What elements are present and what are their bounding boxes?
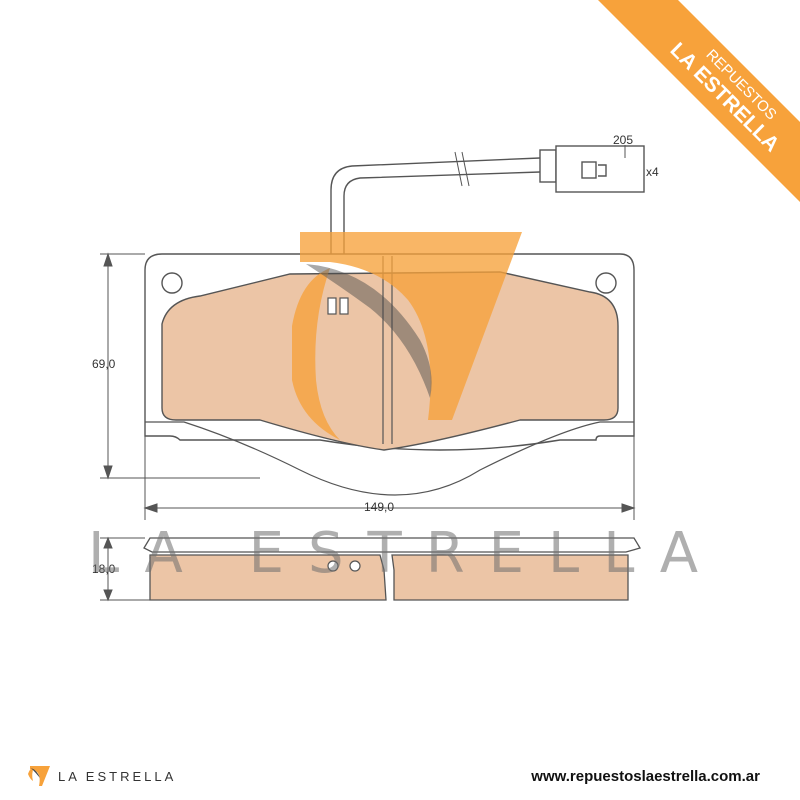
width-dimension [143, 436, 636, 520]
friction-material [161, 271, 619, 451]
width-dim-label: 149,0 [364, 500, 394, 514]
wear-sensor-wire [330, 151, 541, 306]
mounting-hole-right [595, 272, 617, 294]
backing-plate-lower-edge [145, 421, 634, 496]
mounting-hole-left [161, 272, 183, 294]
thickness-dimension [100, 536, 150, 602]
thickness-dim-label: 18,0 [92, 562, 116, 576]
watermark-logo [292, 232, 522, 440]
footer-url[interactable]: www.repuestoslaestrella.com.ar [531, 768, 760, 785]
side-view-friction-right [391, 554, 629, 601]
side-view-pin-right [349, 560, 361, 572]
wear-sensor-connector [539, 145, 645, 193]
footer-brand: LA ESTRELLA [58, 769, 177, 784]
side-view-pin-left [327, 560, 339, 572]
sensor-label: 205 [613, 133, 633, 147]
brand-logo-icon [28, 766, 50, 786]
side-view-friction-left [149, 554, 387, 601]
watermark-text: LA ESTRELLA [88, 521, 722, 586]
side-view-backing-plate [143, 537, 641, 553]
height-dimension [100, 252, 260, 480]
sensor-qty: x4 [646, 165, 659, 179]
height-dim-label: 69,0 [92, 357, 116, 371]
sensor-stems [327, 297, 349, 315]
